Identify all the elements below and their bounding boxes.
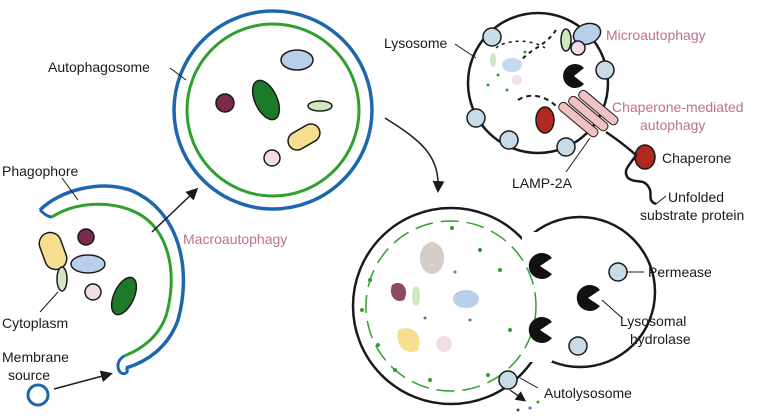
label-unfolded-2: substrate protein (640, 207, 744, 223)
permease-icon (482, 27, 502, 47)
membrane-source-vesicle (26, 383, 50, 407)
permease-icon (499, 130, 519, 150)
hydrolase-icon (528, 253, 552, 280)
autophagosome (172, 9, 374, 211)
label-macroautophagy: Macroautophagy (183, 231, 287, 247)
label-hydrolase-1: Lysosomal (620, 313, 686, 329)
label-microautophagy: Microautophagy (606, 27, 706, 43)
label-cytoplasm: Cytoplasm (2, 315, 68, 331)
cargo-organelle (38, 231, 68, 271)
label-cma-2: autophagy (640, 117, 705, 133)
permease-icon (498, 370, 518, 390)
chaperone-protein (634, 144, 656, 170)
autolysosome (351, 206, 657, 412)
arrow-to-autophagosome (151, 187, 199, 233)
permease-icon (608, 262, 628, 282)
cargo-particle (77, 228, 95, 246)
hydrolase-icon (576, 284, 600, 312)
lamp2a-channel (558, 89, 619, 138)
permease-icon (466, 108, 486, 128)
label-lysosome: Lysosome (384, 35, 448, 51)
cargo-particle (84, 283, 102, 301)
permease-icon (595, 60, 615, 80)
label-hydrolase-2: hydrolase (630, 331, 691, 347)
phagophore (38, 184, 186, 376)
arrow-to-phagophore (53, 370, 113, 390)
label-permease: Permease (648, 264, 712, 280)
label-autophagosome: Autophagosome (48, 59, 150, 75)
label-lamp2a: LAMP-2A (512, 175, 573, 191)
cargo-fragment (56, 266, 68, 292)
label-membrane-source-2: source (8, 367, 50, 383)
arrow-to-autolysosome (384, 117, 445, 193)
permease-icon (568, 336, 588, 356)
label-membrane-source-1: Membrane (2, 349, 69, 365)
cargo-protein (70, 254, 106, 274)
unfolded-substrate-strand (605, 130, 657, 206)
permease-icon (556, 137, 576, 157)
lysosome (466, 11, 619, 157)
label-cma-1: Chaperone-mediated (612, 99, 744, 115)
label-autolysosome: Autolysosome (544, 385, 632, 401)
hydrolase-icon (563, 64, 584, 89)
label-unfolded-1: Unfolded (668, 189, 724, 205)
hydrolase-icon (528, 317, 552, 343)
label-chaperone: Chaperone (662, 150, 731, 166)
cargo-mitochondrion (110, 276, 138, 316)
label-phagophore: Phagophore (2, 163, 79, 179)
